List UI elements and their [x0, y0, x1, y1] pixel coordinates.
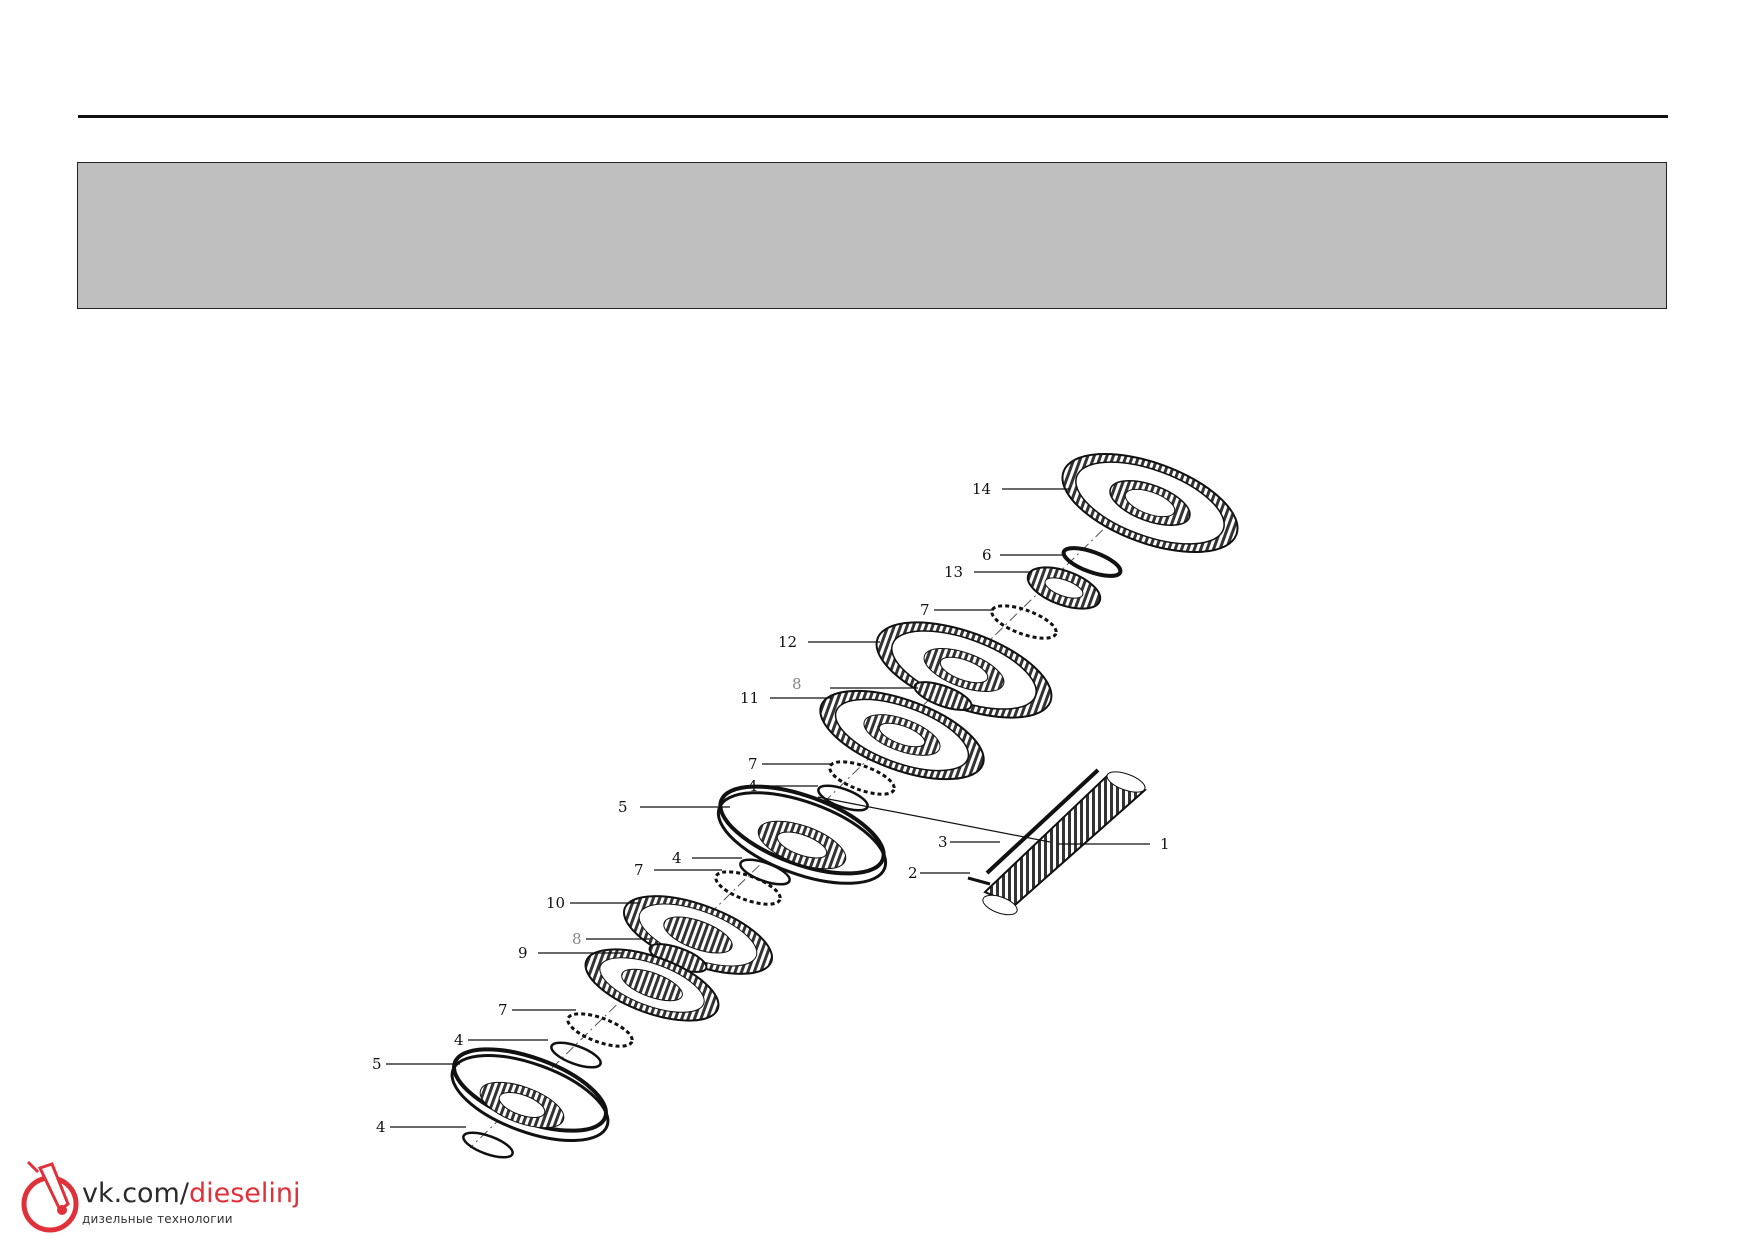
callout-8-bottom: 8 — [572, 930, 582, 948]
callout-6: 6 — [982, 546, 992, 564]
gear-10 — [622, 895, 774, 975]
synchronizer-5-bottom — [450, 1047, 610, 1143]
callout-7-middle: 7 — [634, 861, 644, 879]
callout-4-a: 4 — [748, 777, 758, 795]
spline-ring-7-upper — [828, 760, 896, 796]
callout-12: 12 — [778, 633, 797, 651]
callout-2: 2 — [908, 864, 918, 882]
spline-ring-7-middle — [714, 870, 782, 906]
callout-9: 9 — [518, 944, 528, 962]
callout-7-upper: 7 — [748, 755, 758, 773]
key-3 — [985, 768, 1100, 875]
callout-5-top: 5 — [618, 798, 628, 816]
spline-ring-7-bottom — [566, 1012, 634, 1048]
diesel-injector-icon — [21, 1160, 79, 1233]
gear-9 — [584, 948, 720, 1022]
leader-lines — [386, 488, 1150, 1128]
snap-ring-4-c — [550, 1041, 602, 1069]
callout-14: 14 — [972, 480, 991, 498]
callout-5-bottom: 5 — [372, 1055, 382, 1073]
callout-10: 10 — [546, 894, 565, 912]
callout-7-top: 7 — [920, 601, 930, 619]
pin-2 — [967, 876, 991, 886]
callout-13: 13 — [944, 563, 963, 581]
synchronizer-5-top — [716, 784, 888, 885]
header-band — [77, 162, 1667, 309]
gear-12 — [875, 621, 1053, 719]
snap-ring-4-d — [462, 1131, 514, 1159]
callout-7-bottom: 7 — [498, 1001, 508, 1019]
needle-bearing-13 — [1026, 566, 1102, 610]
bearing-8-top — [913, 681, 973, 711]
callout-4-d: 4 — [376, 1118, 386, 1136]
callout-11: 11 — [740, 689, 759, 707]
callout-4-b: 4 — [672, 849, 682, 867]
spline-ring-7-top — [990, 604, 1058, 640]
snap-ring-4-b — [739, 858, 791, 886]
logo-url: vk.com/dieselinj — [82, 1178, 301, 1209]
gear-11 — [819, 689, 985, 781]
top-rule — [78, 115, 1668, 118]
logo-subtitle: дизельные технологии — [82, 1212, 233, 1226]
callout-1: 1 — [1160, 835, 1170, 853]
callout-4-c: 4 — [454, 1031, 464, 1049]
callout-8-top: 8 — [792, 675, 802, 693]
splined-shaft-1 — [982, 771, 1147, 916]
callout-3: 3 — [938, 833, 948, 851]
ring-6 — [1061, 546, 1123, 578]
gear-14 — [1061, 452, 1239, 554]
